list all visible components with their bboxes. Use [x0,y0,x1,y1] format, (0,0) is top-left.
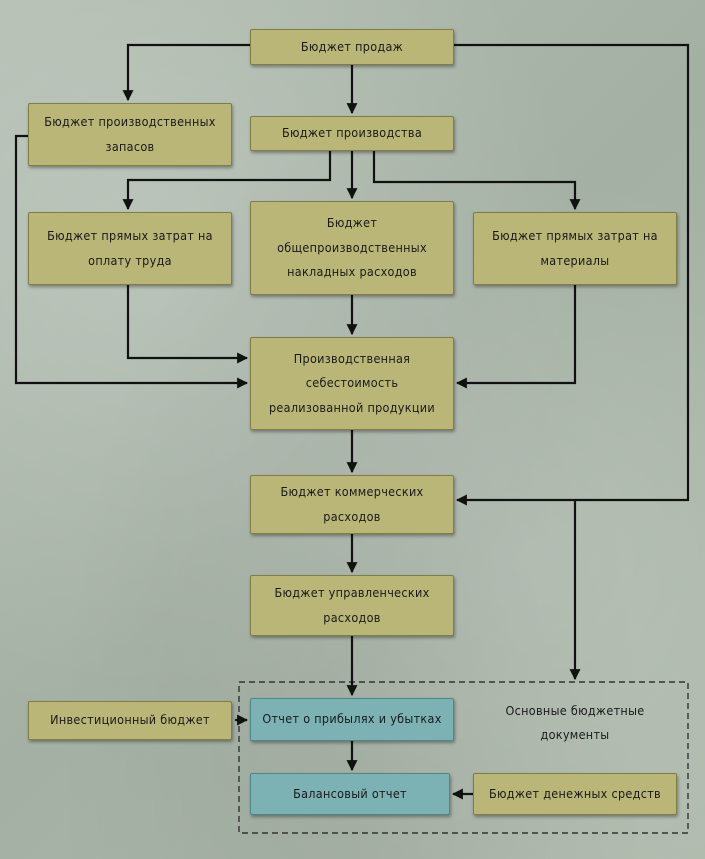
balance-sheet-box: Балансовый отчет [250,773,450,815]
main-documents-group-label-text: Основные бюджетные документы [505,702,645,742]
inventory-budget-label: Бюджет производственных запасов [44,114,216,154]
cost-of-goods-sold-label: Производственная себестоимость реализова… [268,350,436,415]
arrow-materials-to-cogs [455,285,577,389]
sales-budget-label: Бюджет продаж [300,38,404,54]
sales-budget-box: Бюджет продаж [250,29,454,65]
income-statement-box: Отчет о прибылях и убытках [250,698,454,741]
income-statement-label: Отчет о прибылях и убытках [262,711,442,727]
main-documents-group-border [238,681,689,834]
cash-budget-box: Бюджет денежных средств [473,773,677,815]
arrow-labor-to-cogs [126,285,249,364]
arrow-sales-to-inventory [122,43,250,102]
production-budget-box: Бюджет производства [250,116,454,151]
arrow-inventory-to-cogs [14,134,249,389]
investment-budget-box: Инвестиционный бюджет [28,701,232,740]
arrow-sales-to-selling [454,43,690,506]
direct-materials-budget-label: Бюджет прямых затрат на материалы [492,228,658,268]
inventory-budget-box: Бюджет производственных запасов [28,103,232,166]
admin-expenses-budget-box: Бюджет управленческих расходов [250,575,454,636]
production-budget-label: Бюджет производства [281,125,423,141]
direct-labor-budget-box: Бюджет прямых затрат на оплату труда [28,212,232,285]
overhead-budget-box: Бюджет общепроизводственных накладных ра… [250,201,454,295]
cash-budget-label: Бюджет денежных средств [489,785,661,801]
balance-sheet-label: Балансовый отчет [293,785,407,801]
cost-of-goods-sold-box: Производственная себестоимость реализова… [250,337,454,430]
selling-expenses-budget-label: Бюджет коммерческих расходов [280,484,424,524]
direct-labor-budget-label: Бюджет прямых затрат на оплату труда [47,228,213,268]
investment-budget-label: Инвестиционный бюджет [50,712,210,728]
selling-expenses-budget-box: Бюджет коммерческих расходов [250,475,454,534]
direct-materials-budget-box: Бюджет прямых затрат на материалы [473,212,677,285]
arrow-production-to-materials [372,151,581,211]
overhead-budget-label: Бюджет общепроизводственных накладных ра… [277,215,427,280]
main-documents-group-label: Основные бюджетные документы [470,700,680,746]
arrow-production-to-labor [122,151,332,211]
admin-expenses-budget-label: Бюджет управленческих расходов [274,585,430,625]
